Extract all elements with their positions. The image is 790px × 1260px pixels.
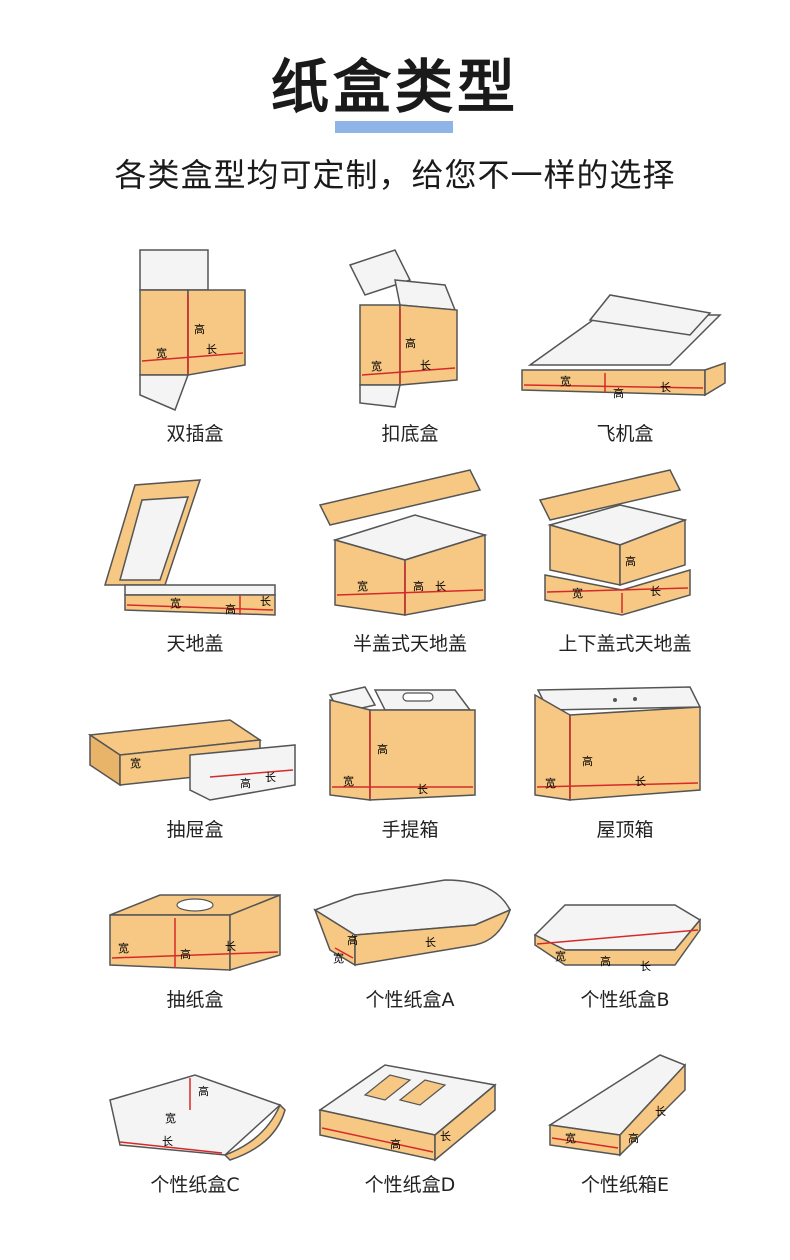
box-item-custom-a: 宽 高 长 个性纸盒A bbox=[295, 870, 525, 1080]
handle-case-box-illustration: 宽 高 长 bbox=[328, 686, 476, 801]
svg-text:高: 高 bbox=[390, 1137, 401, 1151]
svg-text:宽: 宽 bbox=[130, 756, 141, 770]
svg-text:高: 高 bbox=[180, 947, 191, 961]
svg-text:长: 长 bbox=[425, 936, 436, 949]
custom-box-b-illustration: 宽 高 长 bbox=[533, 904, 702, 973]
svg-text:高: 高 bbox=[225, 602, 236, 616]
box-label: 手提箱 bbox=[381, 819, 439, 841]
box-item-lid-and-base: 宽 高 长 天地盖 bbox=[80, 445, 310, 655]
box-item-roof: 宽 高 长 屋顶箱 bbox=[510, 675, 740, 885]
svg-text:长: 长 bbox=[420, 359, 431, 372]
title-accent-bar bbox=[335, 121, 453, 133]
svg-text:高: 高 bbox=[413, 579, 424, 593]
box-label: 个性纸盒B bbox=[580, 989, 670, 1011]
box-label: 个性纸盒A bbox=[365, 989, 455, 1011]
box-label: 个性纸盒D bbox=[364, 1174, 456, 1196]
box-item-tissue: 宽 高 长 抽纸盒 bbox=[80, 870, 310, 1080]
svg-text:高: 高 bbox=[613, 386, 624, 400]
svg-text:宽: 宽 bbox=[560, 374, 571, 388]
svg-text:高: 高 bbox=[625, 554, 636, 568]
svg-text:高: 高 bbox=[377, 742, 388, 756]
box-label: 个性纸盒C bbox=[150, 1174, 240, 1196]
svg-text:长: 长 bbox=[635, 775, 646, 788]
box-item-top-bottom-lid: 宽 高 长 上下盖式天地盖 bbox=[510, 445, 740, 655]
svg-text:长: 长 bbox=[206, 343, 217, 356]
box-label: 屋顶箱 bbox=[596, 819, 654, 841]
svg-text:宽: 宽 bbox=[118, 941, 129, 955]
box-item-lock-bottom: 宽 高 长 扣底盒 bbox=[295, 235, 525, 445]
box-item-custom-b: 宽 高 长 个性纸盒B bbox=[510, 870, 740, 1080]
custom-box-d-illustration: 高 长 bbox=[318, 1064, 497, 1162]
svg-text:高: 高 bbox=[600, 954, 611, 968]
svg-text:长: 长 bbox=[640, 960, 651, 973]
box-label: 双插盒 bbox=[166, 423, 224, 445]
svg-text:长: 长 bbox=[655, 1105, 666, 1118]
svg-text:宽: 宽 bbox=[371, 359, 382, 373]
svg-text:宽: 宽 bbox=[165, 1111, 176, 1125]
svg-text:宽: 宽 bbox=[565, 1131, 576, 1145]
svg-text:长: 长 bbox=[260, 595, 271, 608]
box-label: 个性纸箱E bbox=[580, 1174, 669, 1196]
tissue-box-illustration: 宽 高 长 bbox=[109, 893, 281, 972]
svg-text:长: 长 bbox=[265, 771, 276, 784]
svg-text:长: 长 bbox=[162, 1135, 173, 1148]
top-bottom-lid-box-illustration: 宽 高 长 bbox=[538, 469, 691, 616]
box-label: 飞机盒 bbox=[596, 423, 654, 445]
double-tuck-box-illustration: 宽 高 长 bbox=[139, 249, 246, 411]
svg-text:高: 高 bbox=[405, 336, 416, 350]
box-item-double-tuck: 宽 高 长 双插盒 bbox=[80, 235, 310, 445]
box-item-custom-d: 高 长 个性纸盒D bbox=[295, 1050, 525, 1260]
box-item-mailer: 宽 高 长 飞机盒 bbox=[510, 235, 740, 445]
svg-text:宽: 宽 bbox=[555, 949, 566, 963]
svg-text:宽: 宽 bbox=[343, 774, 354, 788]
mailer-box-illustration: 宽 高 长 bbox=[521, 294, 726, 400]
box-label: 抽纸盒 bbox=[166, 989, 224, 1011]
box-label: 扣底盒 bbox=[381, 423, 439, 445]
drawer-box-illustration: 宽 高 长 bbox=[87, 719, 296, 801]
svg-text:高: 高 bbox=[198, 1084, 209, 1098]
svg-text:宽: 宽 bbox=[357, 579, 368, 593]
svg-text:长: 长 bbox=[660, 381, 671, 394]
custom-box-e-illustration: 宽 高 长 bbox=[547, 1054, 687, 1157]
svg-text:长: 长 bbox=[417, 783, 428, 796]
box-label: 抽屉盒 bbox=[166, 819, 224, 841]
box-item-handle-case: 宽 高 长 手提箱 bbox=[295, 675, 525, 885]
svg-text:宽: 宽 bbox=[170, 596, 181, 610]
box-item-custom-c: 高 宽 长 个性纸盒C bbox=[80, 1050, 310, 1260]
svg-text:宽: 宽 bbox=[545, 776, 556, 790]
page-subtitle: 各类盒型均可定制，给您不一样的选择 bbox=[114, 156, 676, 194]
svg-text:长: 长 bbox=[435, 580, 446, 593]
box-item-drawer: 宽 高 长 抽屉盒 bbox=[80, 675, 310, 885]
half-lid-box-illustration: 宽 高 长 bbox=[318, 469, 488, 616]
lock-bottom-box-illustration: 宽 高 长 bbox=[348, 249, 458, 408]
svg-text:高: 高 bbox=[628, 1131, 639, 1145]
custom-box-c-illustration: 高 宽 长 bbox=[109, 1074, 286, 1161]
svg-text:宽: 宽 bbox=[156, 346, 167, 360]
lid-and-base-box-illustration: 宽 高 长 bbox=[103, 479, 276, 616]
svg-text:高: 高 bbox=[582, 754, 593, 768]
svg-text:宽: 宽 bbox=[333, 951, 344, 965]
svg-text:高: 高 bbox=[240, 776, 251, 790]
roof-box-illustration: 宽 高 长 bbox=[534, 686, 702, 801]
box-label: 天地盖 bbox=[166, 633, 224, 655]
box-label: 半盖式天地盖 bbox=[352, 633, 467, 655]
svg-text:高: 高 bbox=[194, 322, 205, 336]
svg-text:长: 长 bbox=[440, 1130, 451, 1143]
box-label: 上下盖式天地盖 bbox=[558, 633, 692, 655]
svg-text:长: 长 bbox=[650, 585, 661, 598]
box-item-half-lid: 宽 高 长 半盖式天地盖 bbox=[295, 445, 525, 655]
svg-text:长: 长 bbox=[225, 940, 236, 953]
box-item-custom-e: 宽 高 长 个性纸箱E bbox=[510, 1050, 740, 1260]
svg-text:高: 高 bbox=[347, 933, 358, 947]
svg-text:宽: 宽 bbox=[572, 586, 583, 600]
page-title: 纸盒类型 bbox=[270, 53, 519, 121]
custom-box-a-illustration: 宽 高 长 bbox=[313, 879, 512, 967]
